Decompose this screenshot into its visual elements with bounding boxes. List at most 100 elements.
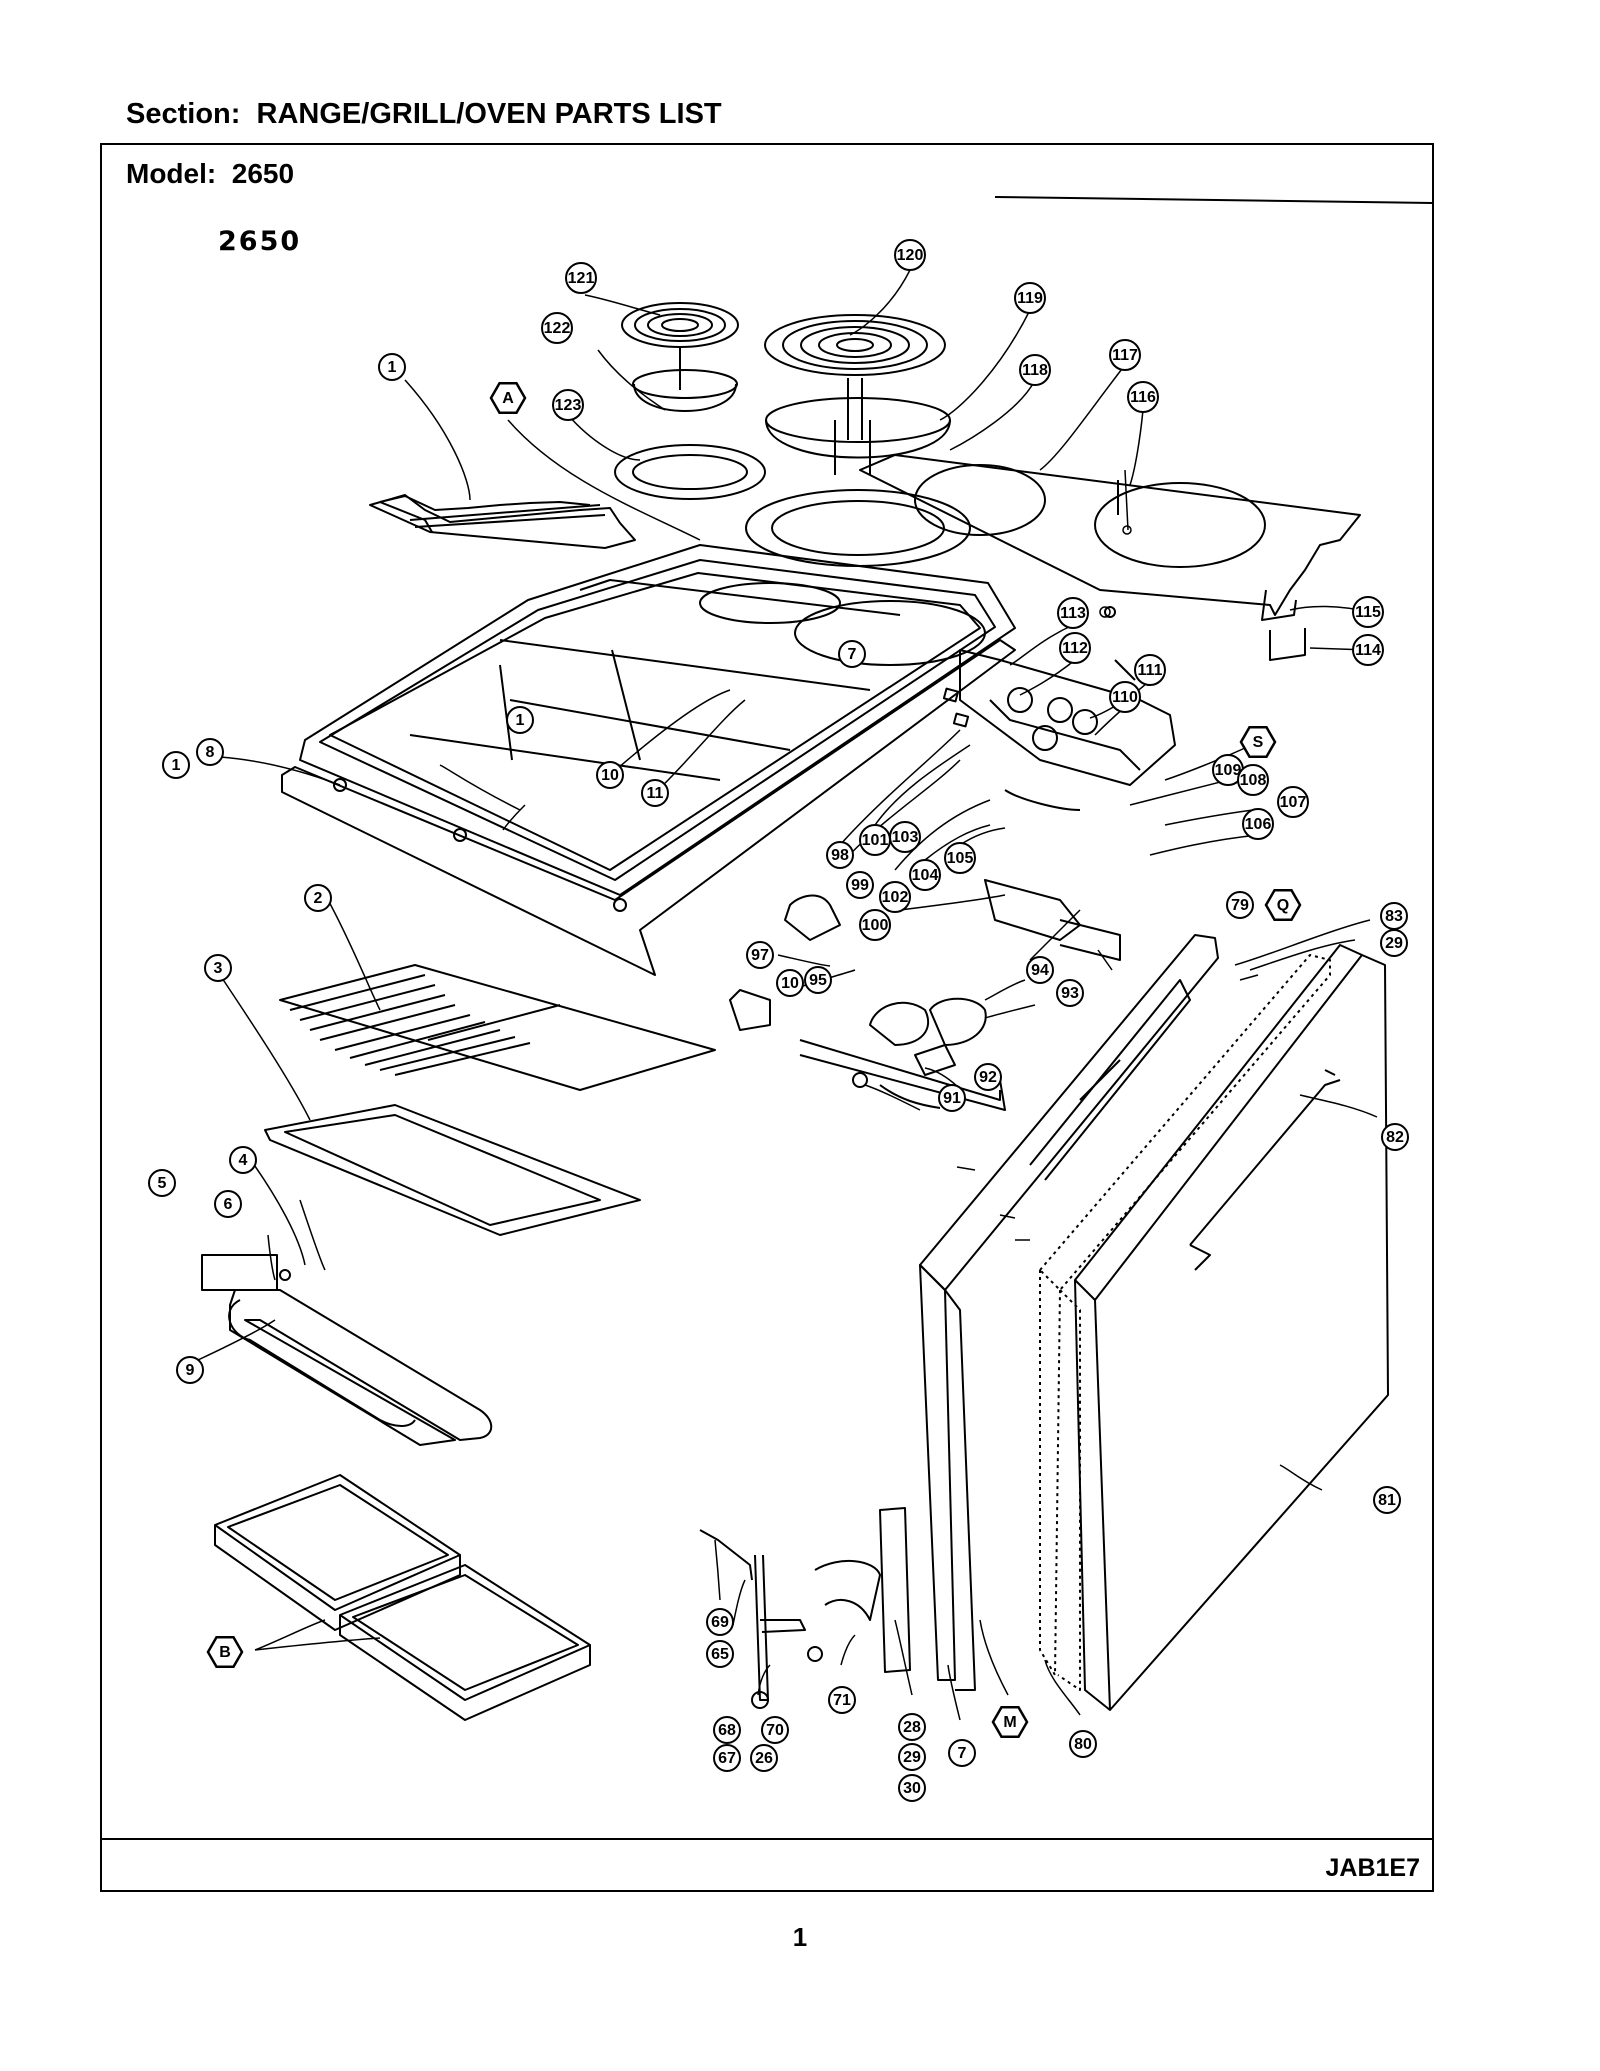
callout-marker [148, 1169, 176, 1197]
callout-label: 116 [1130, 389, 1156, 406]
callout-label: 82 [1386, 1129, 1404, 1146]
callout-8: 8 [196, 738, 224, 766]
callout-label: 9 [186, 1362, 195, 1379]
callout-marker [713, 1716, 741, 1744]
callout-4: 4 [229, 1146, 257, 1174]
callout-marker [1373, 1486, 1401, 1514]
model-heading: Model: 2650 [126, 158, 294, 190]
callout-marker [991, 1706, 1029, 1738]
drip-bowls [632, 369, 951, 475]
callout-marker [938, 1084, 966, 1112]
filter-left [214, 1474, 461, 1631]
callout-label: 67 [718, 1750, 736, 1767]
callout-marker [565, 262, 597, 294]
callout-label: 1 [516, 712, 525, 729]
callout-label: 81 [1378, 1492, 1396, 1509]
callout-101: 101 [859, 824, 891, 856]
callout-83: 83 [1380, 902, 1408, 930]
callout-marker [889, 821, 921, 853]
door-hinge-assembly [699, 1507, 911, 1709]
header-rule [994, 196, 1433, 204]
callout-label: 109 [1215, 762, 1242, 779]
callout-marker [898, 1774, 926, 1802]
callout-M: M [991, 1706, 1029, 1738]
callout-label: 113 [1060, 605, 1086, 622]
callout-marker [1242, 808, 1274, 840]
parts-drawing [197, 269, 1389, 1721]
callout-label: 7 [848, 646, 857, 663]
callout-marker [1381, 1123, 1409, 1151]
callout-label: 30 [903, 1780, 921, 1797]
callout-9: 9 [176, 1356, 204, 1384]
hardware-fasteners [956, 469, 1259, 1241]
callout-marker [1352, 596, 1384, 628]
callout-label: 71 [833, 1692, 851, 1709]
callout-91: 91 [938, 1084, 966, 1112]
callout-93: 93 [1056, 979, 1084, 1007]
reference-code: JAB1E7 [1325, 1854, 1421, 1882]
callout-label: 95 [809, 972, 827, 989]
callout-label: 99 [851, 877, 869, 894]
callout-label: 119 [1017, 290, 1043, 307]
callout-69: 69 [706, 1608, 734, 1636]
callout-28: 28 [898, 1713, 926, 1741]
callout-marker [304, 884, 332, 912]
model-number: 2650 [231, 158, 295, 189]
callout-S: S [1239, 726, 1277, 758]
callout-marker [176, 1356, 204, 1384]
callout-102: 102 [879, 881, 911, 913]
page-number: 1 [792, 1922, 808, 1952]
grill-frame [264, 1104, 641, 1236]
callout-label: 10 [781, 975, 799, 992]
section-heading: Section: RANGE/GRILL/OVEN PARTS LIST [126, 98, 722, 131]
callout-Q: Q [1264, 889, 1302, 921]
callout-label: A [502, 390, 514, 407]
callout-1b: 1 [162, 751, 190, 779]
callout-103: 103 [889, 821, 921, 853]
callout-10b: 10 [776, 969, 804, 997]
callout-3: 3 [204, 954, 232, 982]
callout-marker [879, 881, 911, 913]
callout-marker [706, 1608, 734, 1636]
callout-label: 5 [158, 1175, 167, 1192]
callout-marker [1014, 282, 1046, 314]
callout-marker [552, 389, 584, 421]
callout-marker [826, 841, 854, 869]
cooktop-panel [859, 454, 1361, 661]
callout-marker [838, 640, 866, 668]
callout-label: 112 [1062, 640, 1088, 657]
callout-label: 108 [1240, 772, 1267, 789]
callout-111: 111 [1134, 654, 1166, 686]
model-label: Model: [126, 158, 217, 189]
callout-30: 30 [898, 1774, 926, 1802]
callout-marker [506, 706, 534, 734]
callout-97: 97 [746, 941, 774, 969]
callout-marker [828, 1686, 856, 1714]
callout-marker [1239, 726, 1277, 758]
callout-marker [776, 969, 804, 997]
callout-122: 122 [541, 312, 573, 344]
callout-67: 67 [713, 1744, 741, 1772]
callout-marker [489, 382, 527, 414]
callout-marker [846, 871, 874, 899]
callout-label: 111 [1138, 662, 1163, 679]
callout-29b: 29 [898, 1743, 926, 1771]
callout-11: 11 [641, 779, 669, 807]
callout-label: 118 [1022, 362, 1048, 379]
callout-label: 93 [1061, 985, 1079, 1002]
oven-door-outer [1074, 944, 1389, 1711]
callout-marker [750, 1744, 778, 1772]
callout-98: 98 [826, 841, 854, 869]
callout-marker [706, 1640, 734, 1668]
callout-marker [713, 1744, 741, 1772]
callout-marker [1127, 381, 1159, 413]
callout-118: 118 [1019, 354, 1051, 386]
vent-grille [369, 494, 636, 549]
callout-B: B [206, 1636, 244, 1668]
callout-label: 106 [1245, 816, 1272, 833]
callout-label: 104 [912, 867, 939, 884]
callout-label: 92 [979, 1069, 997, 1086]
callout-107: 107 [1277, 786, 1309, 818]
callout-marker [1019, 354, 1051, 386]
base-plate [281, 639, 1016, 976]
